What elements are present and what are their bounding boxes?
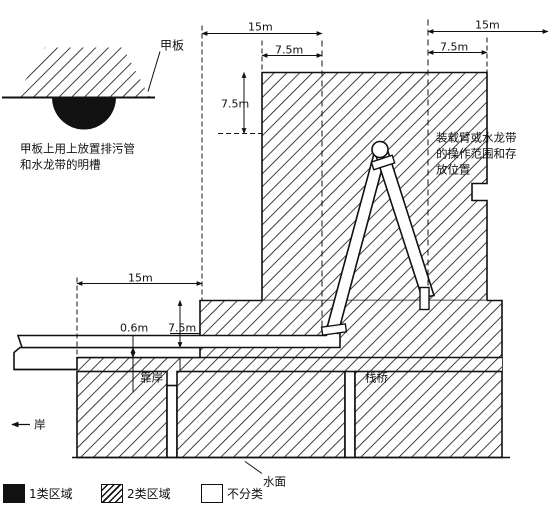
trench-hatched-zone <box>15 47 150 98</box>
operating-note-line1: 装载臂或水龙带 <box>436 131 517 145</box>
loading-arm-right-foot <box>419 286 430 311</box>
legend-label-zone-2: 2类区域 <box>127 486 171 501</box>
loading-arm <box>320 140 436 336</box>
zone-2-lower-outline <box>199 299 262 348</box>
loading-arm-base-clamp <box>320 323 348 336</box>
trestle-label: 栈桥 <box>365 371 388 385</box>
operating-note-line3: 放位置 <box>436 163 471 177</box>
water-surface-label: 水面 <box>263 475 286 489</box>
deck-label: 甲板 <box>160 39 184 53</box>
substructure-right <box>354 370 503 459</box>
dim-label-top-left-15: 15m <box>248 21 273 34</box>
dim-label-top-right-7-5: 7.5m <box>440 41 468 54</box>
zone-2-right-step <box>487 299 503 372</box>
support-column-left <box>166 384 178 459</box>
legend-label-zone-1: 1类区域 <box>29 486 73 501</box>
walkway-surface <box>13 346 201 371</box>
dim-label-top-right-15: 15m <box>475 19 500 32</box>
legend-item-zone-1: 1类区域 <box>3 482 73 504</box>
loading-arm-top-joint <box>371 140 389 159</box>
legend-swatch-unclassified <box>201 483 223 503</box>
dim-label-top-left-7-5: 7.5m <box>275 44 303 57</box>
pier-deck-hatch <box>77 357 502 372</box>
deck-trench-inset: 甲板 甲板上用上放置排污管 和水龙带的明槽 <box>2 39 184 172</box>
substructure-middle <box>176 370 346 459</box>
deck-leader-line <box>147 51 161 92</box>
zone-2-lower-band <box>200 300 502 372</box>
trench-zone-1 <box>52 97 116 130</box>
legend-item-unclassified: 不分类 <box>201 482 263 504</box>
legend-swatch-zone-1 <box>3 483 25 503</box>
shore-label: 岸 <box>34 418 46 432</box>
loading-arm-clamp <box>370 154 396 171</box>
dim-label-left-15: 15m <box>128 272 153 285</box>
legend-label-unclassified: 不分类 <box>227 486 264 501</box>
legend-item-zone-2: 2类区域 <box>101 482 171 504</box>
legend-swatch-zone-2 <box>101 483 123 503</box>
trench-note-line1: 甲板上用上放置排污管 <box>20 142 135 156</box>
dim-label-vertical-7-5: 7.5m <box>221 98 249 111</box>
operating-note-line2: 的操作范围和存 <box>436 147 517 161</box>
dim-label-small-7-5: 7.5m <box>168 322 196 335</box>
trench-note-line2: 和水龙带的明槽 <box>20 158 101 172</box>
legend: 1类区域 2类区域 不分类 <box>0 482 553 508</box>
dim-label-0-6: 0.6m <box>120 322 148 335</box>
dimension-lines <box>76 19 549 392</box>
support-column-right <box>344 370 356 459</box>
water-surface-leader <box>244 461 263 474</box>
dock-label: 靠岸 <box>140 371 163 385</box>
